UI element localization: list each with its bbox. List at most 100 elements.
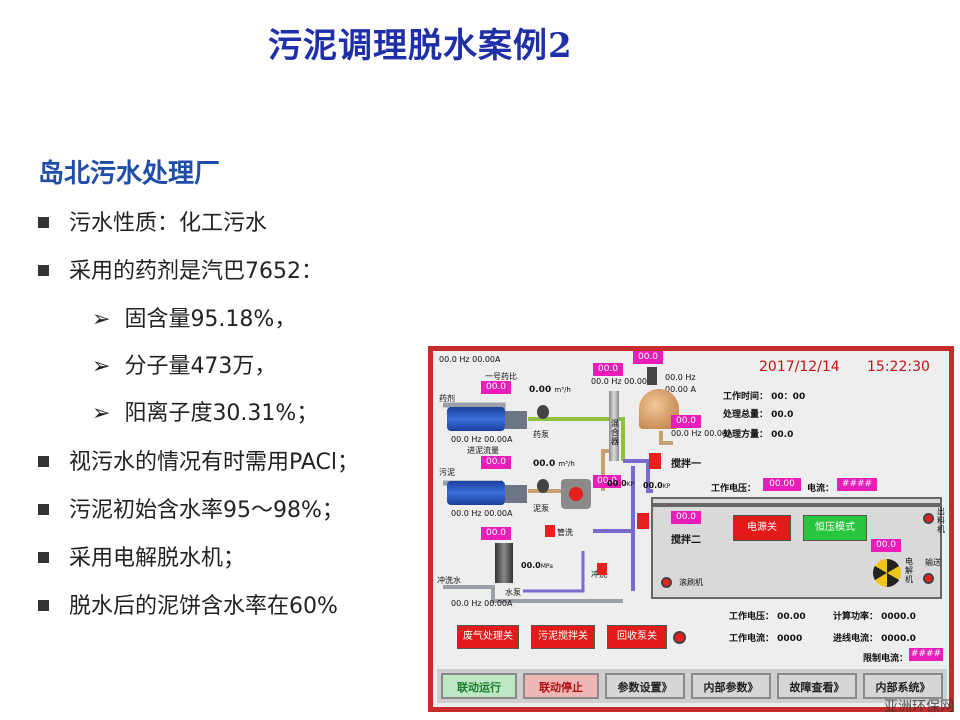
limit-current-label: 限制电流：	[863, 654, 909, 664]
sludge-inflow-value[interactable]: 00.0	[481, 456, 511, 469]
power-off-button[interactable]: 电源关	[733, 515, 791, 541]
arrow-bullet-icon: ➢	[92, 354, 111, 379]
work-time-readout: 工作时间： 00：00	[723, 392, 806, 402]
voltage-label: 工作电压：	[711, 484, 757, 494]
kp-value-top[interactable]: 00.0	[593, 475, 621, 488]
bullet-item: 污泥初始含水率95～98%；	[38, 492, 344, 524]
tank-hz-readout: 00.0 Hz	[665, 373, 696, 382]
nav-linked-stop[interactable]: 联动停止	[523, 673, 599, 699]
roller-label: 滚刷机	[679, 578, 703, 587]
nav-internal-params[interactable]: 内部参数》	[691, 673, 771, 699]
line-current-readout: 进线电流： 0000.0	[833, 634, 916, 644]
current-label: 电流：	[807, 484, 835, 494]
reagent-pump-head-icon	[505, 411, 527, 429]
square-bullet-icon	[38, 599, 49, 611]
red-valve-icon	[569, 487, 583, 501]
recycle-pump-off-button[interactable]: 回收泵关	[607, 625, 667, 649]
reagent-label: 药剂	[439, 394, 455, 403]
stir1-value[interactable]: 00.0	[671, 415, 701, 428]
recycle-pump-lamp	[673, 631, 686, 644]
time-display: 15:22:30	[867, 359, 930, 375]
bullet-item: 视污水的情况有时需用PACl；	[38, 444, 359, 476]
sludge-label: 污泥	[439, 468, 455, 477]
reagent-pump-motor-icon	[447, 407, 505, 431]
stir1-motor-icon	[649, 453, 661, 469]
arrow-bullet-icon: ➢	[92, 307, 111, 332]
stir2-label: 搅拌二	[671, 535, 701, 546]
tank-a-readout: 00.00 A	[665, 385, 696, 394]
slide-title: 污泥调理脱水案例2	[268, 26, 573, 66]
freq-current-readout: 00.0 Hz 00.00A	[591, 377, 653, 386]
nav-fault-view[interactable]: 故障查看》	[777, 673, 857, 699]
flow-meter-icon	[537, 479, 549, 493]
limit-current-value[interactable]: ####	[909, 648, 943, 661]
water-pump-label: 水泵	[505, 588, 521, 597]
slide-subtitle: 岛北污水处理厂	[38, 159, 221, 189]
constant-mode-button[interactable]: 恒压模式	[803, 515, 867, 541]
wash-pump-value[interactable]: 00.0	[481, 527, 511, 540]
hmi-nav-bar: 联动运行 联动停止 参数设置》 内部参数》 故障查看》 内部系统》	[437, 669, 947, 703]
freq-current-readout: 00.0 Hz 00.00A	[451, 435, 513, 444]
bullet-item: 采用电解脱水机；	[38, 540, 245, 572]
arrow-bullet-icon: ➢	[92, 401, 111, 426]
mixer-label: 混合器	[611, 419, 619, 446]
watermark-text: 亚洲环保网	[884, 699, 954, 715]
kp-readout-2: 00.0KP	[643, 481, 671, 490]
stir2-motor-icon	[637, 513, 649, 529]
reagent-pump-label: 药泵	[533, 430, 549, 439]
kp-readout-1: 00.0KP	[607, 479, 635, 488]
valve-icon	[545, 525, 555, 537]
sub-bullet-item: ➢固含量95.18%，	[92, 307, 297, 332]
nav-param-settings[interactable]: 参数设置》	[605, 673, 685, 699]
stir1-label: 搅拌一	[671, 459, 701, 470]
dose-ratio-label: 一号药比	[485, 372, 517, 381]
exhaust-off-button[interactable]: 废气处理关	[457, 625, 519, 649]
sludge-stir-off-button[interactable]: 污泥搅拌关	[531, 625, 595, 649]
sludge-pump-label: 泥泵	[533, 504, 549, 513]
freq-current-readout: 00.0 Hz 00.00A	[451, 509, 513, 518]
bullet-item: 污水性质：化工污水	[38, 205, 267, 237]
voltage-value[interactable]: 00.00	[763, 478, 801, 491]
power-readout: 计算功率： 0000.0	[833, 612, 916, 622]
reagent-flow-value: 0.00 m³/h	[529, 385, 571, 395]
bullet-item: 采用的药剂是汽巴7652：	[38, 253, 323, 285]
wash-water-label: 冲洗水	[437, 576, 461, 585]
voltage2-readout: 工作电压： 00.00	[729, 612, 806, 622]
convey-status-lamp	[923, 573, 934, 584]
dose-ratio-value[interactable]: 00.0	[481, 381, 511, 394]
bullet-item: 脱水后的泥饼含水率在60%	[38, 588, 338, 620]
water-pump-icon	[495, 543, 513, 583]
mixer-top-value[interactable]: 00.0	[593, 363, 623, 376]
sub-bullet-item: ➢阳离子度30.31%；	[92, 401, 319, 426]
mpa-readout: 00.0MPa	[521, 561, 553, 570]
total-readout: 处理总量： 00.0	[723, 410, 794, 420]
hmi-screen: 00.0 Hz 00.00A 一号药比 00.0 药剂 00.0 Hz 00.0…	[433, 351, 949, 707]
stir2-value[interactable]: 00.0	[671, 511, 701, 524]
flow-meter-icon	[537, 405, 549, 419]
current-value[interactable]: ####	[837, 478, 877, 491]
pipe-wash-label: 管洗	[557, 528, 573, 537]
freq-current-readout: 00.0 Hz 00.00A	[439, 355, 501, 364]
convey-label: 输送	[925, 558, 941, 567]
nav-internal-system[interactable]: 内部系统》	[863, 673, 943, 699]
freq-current-readout: 00.0 Hz 00.00A	[451, 599, 513, 608]
rate-readout: 处理方量： 00.0	[723, 430, 794, 440]
discharge-status-lamp	[923, 513, 934, 524]
square-bullet-icon	[38, 216, 49, 228]
square-bullet-icon	[38, 455, 49, 467]
freq-current-readout: 00.0 Hz 00.00A	[671, 429, 733, 438]
electrolyzer-label: 电解机	[905, 557, 913, 584]
nav-linked-run[interactable]: 联动运行	[441, 673, 517, 699]
date-display: 2017/12/14	[759, 359, 840, 375]
tank-motor-icon	[647, 367, 657, 385]
valve-icon	[597, 563, 607, 575]
sludge-pump-head-icon	[505, 485, 527, 503]
square-bullet-icon	[38, 551, 49, 563]
tank-top-value[interactable]: 00.0	[633, 351, 663, 364]
roller-status-lamp	[661, 577, 672, 588]
sludge-flow-value: 00.0 m³/h	[533, 459, 575, 469]
square-bullet-icon	[38, 264, 49, 276]
current2-readout: 工作电流： 0000	[729, 634, 803, 644]
sludge-inflow-label: 进泥流量	[467, 446, 499, 455]
electrolyzer-value[interactable]: 00.0	[871, 539, 901, 552]
